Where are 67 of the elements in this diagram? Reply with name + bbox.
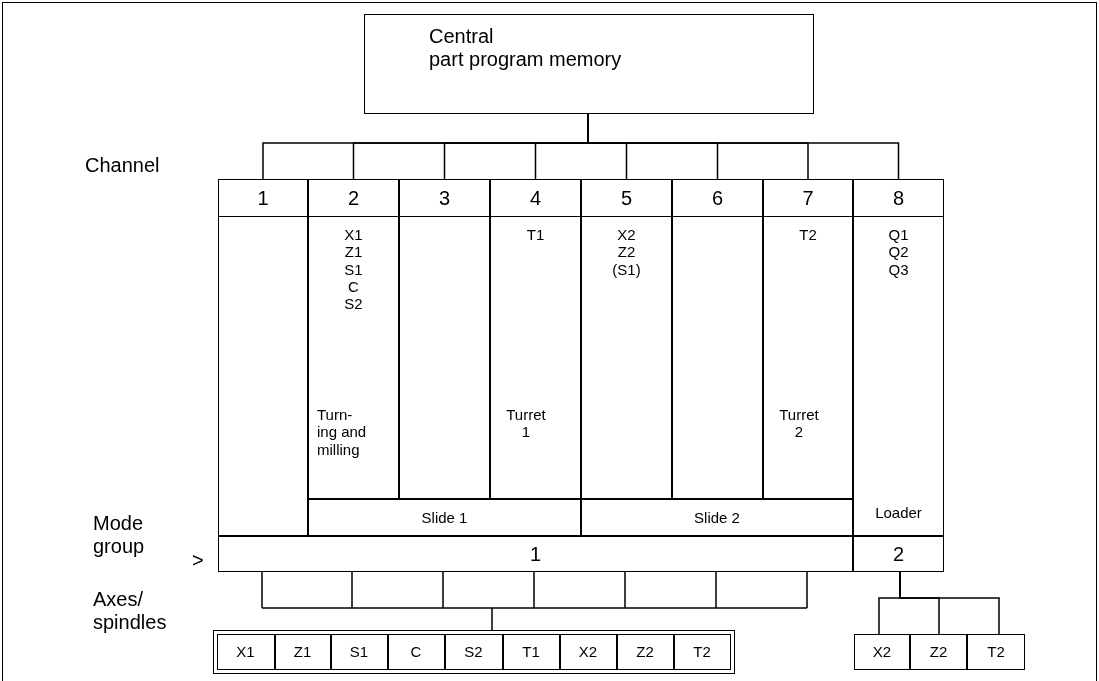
axis-strip (213, 630, 735, 674)
axis-name: C (409, 642, 423, 661)
channel-number: 5 (619, 187, 634, 210)
mode-group-number: 1 (528, 542, 543, 566)
channel-column (399, 179, 490, 499)
axis-cell (910, 634, 967, 670)
axis-name: T2 (986, 643, 1006, 661)
row-label: Channel (85, 154, 160, 177)
axis-list: X1 Z1 S1 C S2 (309, 226, 398, 313)
axis-cell (216, 633, 275, 670)
axis-cell (559, 633, 617, 670)
memory-label: Central part program memory (429, 25, 622, 71)
axis-name: T2 (692, 642, 712, 661)
axis-cell (616, 633, 674, 670)
axis-list: T2 (764, 226, 852, 244)
channel-number: 7 (801, 187, 815, 210)
axis-name: X2 (871, 643, 893, 661)
axis-list: Q1 Q2 Q3 (854, 226, 943, 278)
slide-label: Slide 2 (693, 508, 741, 527)
axis-list: X2 Z2 (S1) (582, 226, 671, 278)
slide-band (308, 499, 581, 536)
channel-number: 6 (710, 187, 725, 210)
row-label: Axes/ spindles (93, 588, 168, 634)
slide-band (581, 499, 853, 536)
axis-cell (967, 634, 1025, 670)
channel-number: 2 (346, 187, 361, 210)
channel-column (308, 179, 399, 499)
channel-number: 3 (437, 187, 452, 210)
channel-number: 8 (891, 187, 906, 210)
channel-description: Turn- ing and milling (317, 406, 368, 458)
bus-connector (261, 571, 808, 631)
axis-name: S1 (348, 642, 370, 661)
axis-cell (673, 633, 731, 670)
channel-column (218, 179, 308, 536)
mode-group-number: 2 (891, 542, 906, 566)
channel-column (672, 179, 763, 499)
axis-name: Z2 (928, 643, 949, 661)
axis-cell (444, 633, 503, 670)
axis-list: T1 (491, 226, 580, 244)
mode-group-bar (218, 536, 853, 572)
mode-group-bar (853, 536, 944, 572)
channel-column (581, 179, 672, 499)
row-label: Mode group (93, 512, 146, 558)
channel-description: Loader (874, 503, 923, 521)
channel-column (763, 179, 853, 499)
axis-cell (330, 633, 388, 670)
channel-description: Turret 2 (778, 406, 820, 441)
axis-name: S2 (463, 642, 484, 661)
axis-cell (502, 633, 560, 670)
channel-number: 1 (256, 187, 270, 210)
axis-cell (854, 634, 910, 670)
axis-name: T1 (521, 642, 541, 661)
axis-name: X2 (577, 642, 599, 661)
channel-description: Turret 1 (505, 406, 547, 441)
axis-name: X1 (235, 642, 256, 661)
slide-label: Slide 1 (420, 508, 469, 527)
connector-line (587, 113, 900, 180)
axis-name: Z1 (292, 642, 313, 661)
axis-cell (274, 633, 331, 670)
pointer-sign: > (192, 549, 204, 572)
axis-cell (387, 633, 445, 670)
channel-number: 4 (528, 187, 543, 210)
channel-column (853, 179, 944, 536)
memory-box (364, 14, 814, 114)
channel-column (490, 179, 581, 499)
axis-name: Z2 (635, 642, 655, 661)
connector-line (899, 571, 1000, 635)
